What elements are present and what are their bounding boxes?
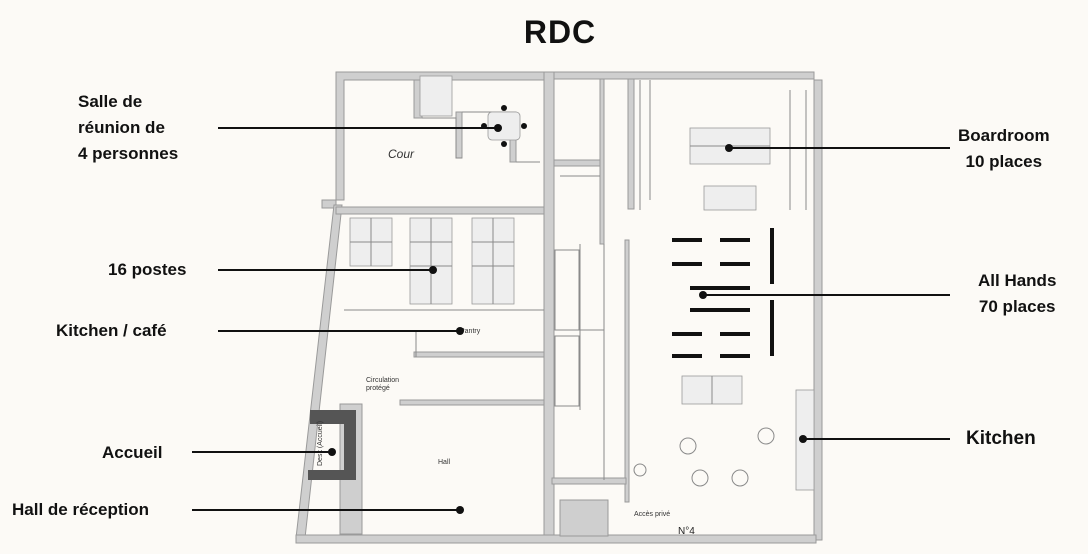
all-hands-seating: [672, 228, 774, 405]
private-access-label: Accès privé: [634, 511, 670, 518]
workstations-furniture: [349, 217, 515, 305]
label-kitchen: Kitchen: [966, 428, 1036, 449]
boardroom-furniture: [689, 127, 771, 211]
circulation-label-2: protégé: [366, 385, 390, 392]
label-meeting-room: Salle de réunion de 4 personnes: [78, 92, 179, 163]
label-kitchen-cafe: Kitchen / café: [56, 321, 167, 340]
label-reception-hall: Hall de réception: [12, 500, 149, 519]
street-number-label: N°4: [678, 526, 695, 537]
label-reception-desk: Accueil: [102, 443, 163, 462]
label-all-hands: All Hands 70 places: [978, 271, 1057, 316]
page-title: RDC: [523, 14, 597, 50]
pantry-label: Pantry: [460, 328, 481, 335]
internal-lines: [344, 75, 807, 480]
kitchen-furniture: [633, 389, 815, 491]
label-boardroom: Boardroom 10 places: [958, 126, 1050, 171]
circulation-label-1: Circulation: [366, 377, 399, 384]
walls: [295, 71, 823, 544]
plan-text: Cour Circulation protégé Hall Accès priv…: [317, 147, 695, 537]
label-workstations: 16 postes: [108, 260, 187, 279]
courtyard-label: Cour: [388, 147, 415, 161]
reception-desk: [308, 410, 356, 480]
hall-label: Hall: [438, 459, 451, 466]
meeting-room-table: [481, 105, 527, 147]
callout-lines: [192, 124, 950, 514]
desk-label: Desk (Accueil): [317, 421, 324, 466]
